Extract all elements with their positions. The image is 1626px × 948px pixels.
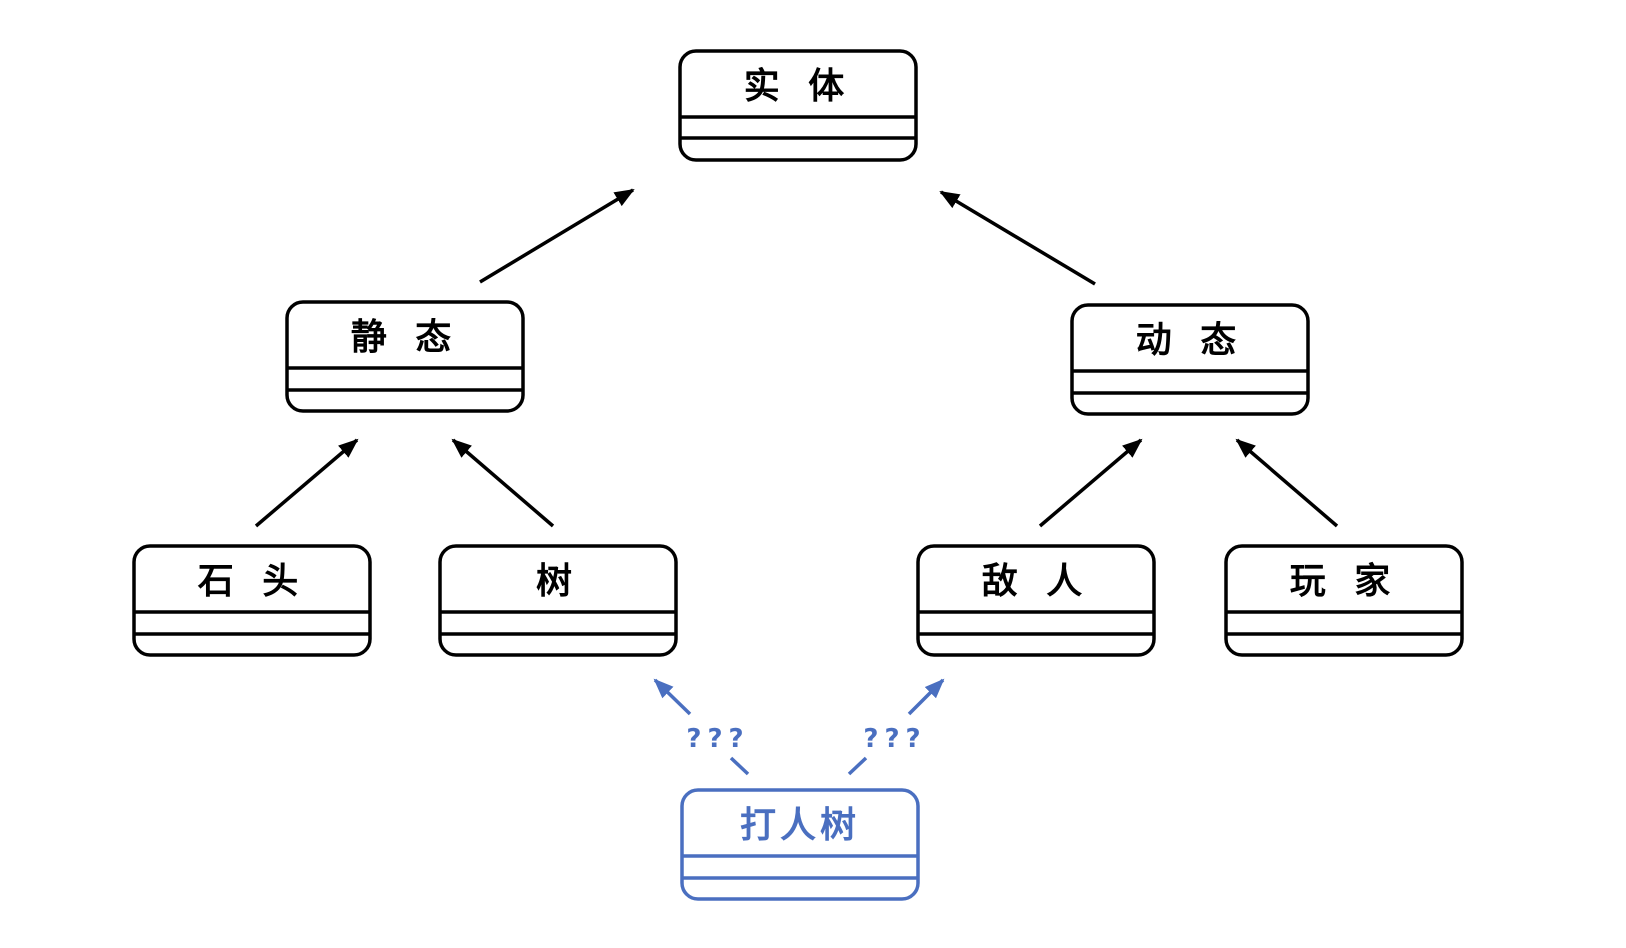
class-name-entity: 实 体 [744, 66, 853, 107]
class-name-stone: 石 头 [198, 561, 307, 602]
question-marks-right: ??? [863, 724, 926, 754]
inheritance-arrows [254, 188, 1339, 528]
arrow-dynamic-to-entity [939, 190, 1096, 286]
arrow-hitting-tree-to-tree [653, 678, 692, 716]
class-box-enemy: 敌 人 [916, 544, 1156, 657]
arrow-player-to-dynamic [1235, 438, 1339, 528]
arrow-static-to-entity [479, 188, 635, 284]
class-box-hitting-tree: 打人树 [680, 788, 920, 901]
class-name-static: 静 态 [351, 317, 460, 358]
questionable-arrows [653, 678, 945, 776]
arrow-hitting-tree-to-enemy-lower [847, 756, 868, 776]
class-name-hitting-tree: 打人树 [740, 805, 860, 846]
class-name-dynamic: 动 态 [1136, 320, 1245, 361]
arrow-stone-to-static [254, 438, 359, 528]
class-box-entity: 实 体 [678, 49, 918, 162]
question-marks-left: ??? [686, 724, 749, 754]
class-name-tree: 树 [536, 561, 580, 602]
arrow-hitting-tree-to-tree-lower [729, 756, 750, 776]
arrow-tree-to-static [451, 438, 555, 528]
class-name-player: 玩 家 [1290, 561, 1399, 602]
class-box-tree: 树 [438, 544, 678, 657]
arrow-hitting-tree-to-enemy [907, 678, 945, 716]
class-box-stone: 石 头 [132, 544, 372, 657]
class-box-static: 静 态 [285, 300, 525, 413]
class-name-enemy: 敌 人 [982, 561, 1091, 602]
class-box-dynamic: 动 态 [1070, 303, 1310, 416]
arrow-enemy-to-dynamic [1038, 438, 1143, 528]
class-box-player: 玩 家 [1224, 544, 1464, 657]
